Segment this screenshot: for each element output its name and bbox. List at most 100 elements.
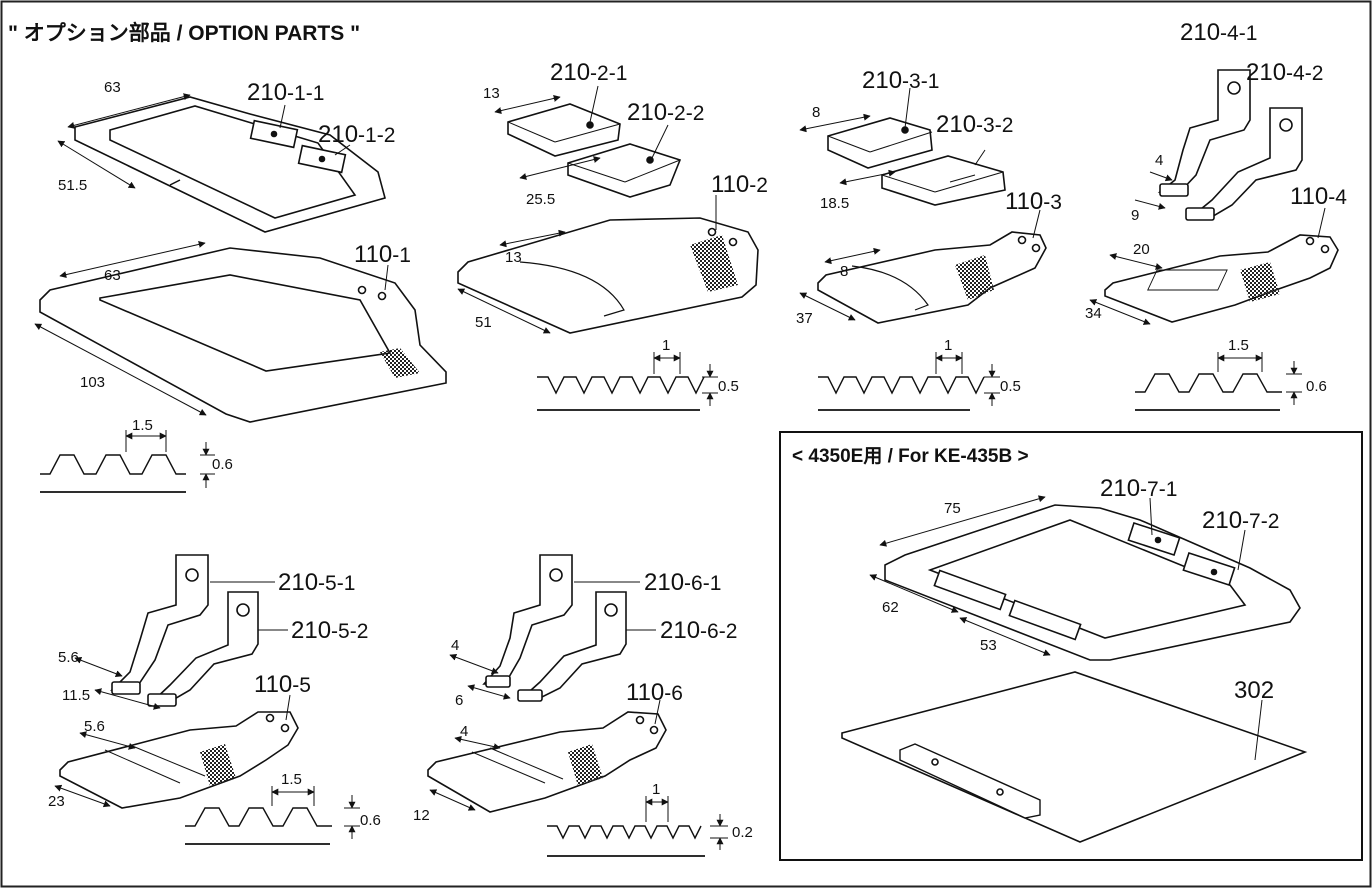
feed-plate-110-4 [1104, 234, 1339, 323]
dim-63-frame: 63 [104, 79, 121, 96]
dim-23: 23 [48, 793, 65, 810]
dim-5-6-clamp: 5.6 [58, 649, 79, 666]
page-title: " オプション部品 / OPTION PARTS " [8, 21, 360, 45]
part-label-210-4-2: 210-4-2 [1246, 59, 1323, 86]
part-label-210-3-1: 210-3-1 [862, 67, 939, 94]
clamp-frame-210-1-window [109, 105, 357, 219]
feed-plate-110-1-serration [380, 348, 420, 378]
serration-4-pitch: 1.5 [1228, 337, 1249, 354]
part-label-210-4-1: 210-4-1 [1180, 19, 1257, 46]
group-7-leaders [869, 495, 1263, 761]
part-label-210-5-1: 210-5-1 [278, 569, 355, 596]
dim-103: 103 [80, 374, 105, 391]
serration-6-depth: 0.2 [732, 824, 753, 841]
serration-2-depth: 0.5 [718, 378, 739, 395]
feed-plate-110-3-serration [955, 255, 994, 300]
serration-2-pitch: 1 [662, 337, 670, 354]
dim-9: 9 [1131, 207, 1139, 224]
part-label-110-4: 110-4 [1290, 183, 1347, 210]
feed-plate-110-5 [59, 711, 299, 809]
feed-plate-110-1 [39, 247, 447, 423]
feed-plate-110-4-serration [1240, 262, 1280, 302]
serration-4-depth: 0.6 [1306, 378, 1327, 395]
dim-20: 20 [1133, 241, 1150, 258]
dim-51: 51 [475, 314, 492, 331]
part-label-210-6-1: 210-6-1 [644, 569, 721, 596]
feed-plate-110-6 [427, 711, 667, 813]
clamp-210-2-2 [567, 143, 682, 198]
part-label-110-3: 110-3 [1005, 188, 1062, 215]
dim-8-plate: 8 [840, 263, 848, 280]
dim-62: 62 [882, 599, 899, 616]
dim-34: 34 [1085, 305, 1102, 322]
part-label-302: 302 [1234, 677, 1274, 704]
group-6-leaders [429, 581, 661, 811]
dim-8-clamp: 8 [812, 104, 820, 121]
serration-profile-1 [40, 430, 215, 493]
dim-51-5: 51.5 [58, 177, 87, 194]
dim-6: 6 [455, 692, 463, 709]
clamp-210-3-1 [827, 117, 933, 169]
dim-37: 37 [796, 310, 813, 327]
dim-5-6-plate: 5.6 [84, 718, 105, 735]
group-1 [39, 96, 447, 423]
clamp-arm-210-5-2 [147, 591, 259, 705]
part-label-210-1-1: 210-1-1 [247, 79, 324, 106]
part-label-110-5: 110-5 [254, 671, 311, 698]
group-4 [1104, 69, 1339, 323]
serration-1-depth: 0.6 [212, 456, 233, 473]
group-3-leaders [799, 87, 1041, 321]
part-label-210-1-2: 210-1-2 [318, 121, 395, 148]
serration-profile-5 [185, 786, 360, 845]
dim-13-plate: 13 [505, 249, 522, 266]
group-2-leaders [457, 85, 717, 334]
group-3 [817, 117, 1047, 324]
part-label-210-7-1: 210-7-1 [1100, 475, 1177, 502]
group-1-leaders [34, 93, 389, 416]
serration-5-depth: 0.6 [360, 812, 381, 829]
part-label-110-2: 110-2 [711, 171, 768, 198]
feed-plate-110-5-serration [200, 744, 236, 786]
part-label-210-3-2: 210-3-2 [936, 111, 1013, 138]
dim-63-plate: 63 [104, 267, 121, 284]
part-label-110-6: 110-6 [626, 679, 683, 706]
ke435b-panel-title: < 4350E用 / For KE-435B > [792, 446, 1029, 467]
pad-210-7-2 [1182, 552, 1236, 586]
feed-plate-110-3 [817, 231, 1047, 324]
serration-3-pitch: 1 [944, 337, 952, 354]
serration-profile-3 [818, 352, 1000, 411]
part-label-210-2-2: 210-2-2 [627, 99, 704, 126]
part-label-210-6-2: 210-6-2 [660, 617, 737, 644]
plate-302 [841, 671, 1308, 843]
part-label-210-2-1: 210-2-1 [550, 59, 627, 86]
dim-4: 4 [1155, 152, 1163, 169]
feed-plate-110-2-serration [690, 235, 738, 292]
clamp-210-2-1 [507, 103, 621, 157]
serration-3-depth: 0.5 [1000, 378, 1021, 395]
serration-6-pitch: 1 [652, 781, 660, 798]
clamp-arm-210-4-2 [1187, 107, 1303, 219]
dim-75: 75 [944, 500, 961, 517]
dim-53: 53 [980, 637, 997, 654]
group-4-leaders [1089, 171, 1326, 325]
serration-profile-2 [537, 352, 718, 411]
dim-25-5: 25.5 [526, 191, 555, 208]
pad-210-7-1 [1127, 522, 1181, 556]
serration-1-pitch: 1.5 [132, 417, 153, 434]
clamp-arm-210-6-2 [517, 591, 627, 701]
feed-plate-110-6-serration [568, 744, 603, 786]
part-label-210-7-2: 210-7-2 [1202, 507, 1279, 534]
dim-13-clamp: 13 [483, 85, 500, 102]
group-6 [427, 554, 667, 813]
dim-4-plate: 4 [460, 723, 468, 740]
part-label-110-1: 110-1 [354, 241, 411, 268]
dim-12: 12 [413, 807, 430, 824]
ke435b-panel [779, 431, 1363, 861]
serration-profile-6 [547, 796, 728, 857]
group-5-leaders [54, 581, 291, 808]
part-label-210-5-2: 210-5-2 [291, 617, 368, 644]
clamp-210-3-2 [881, 155, 1006, 206]
group-7 [841, 504, 1308, 843]
